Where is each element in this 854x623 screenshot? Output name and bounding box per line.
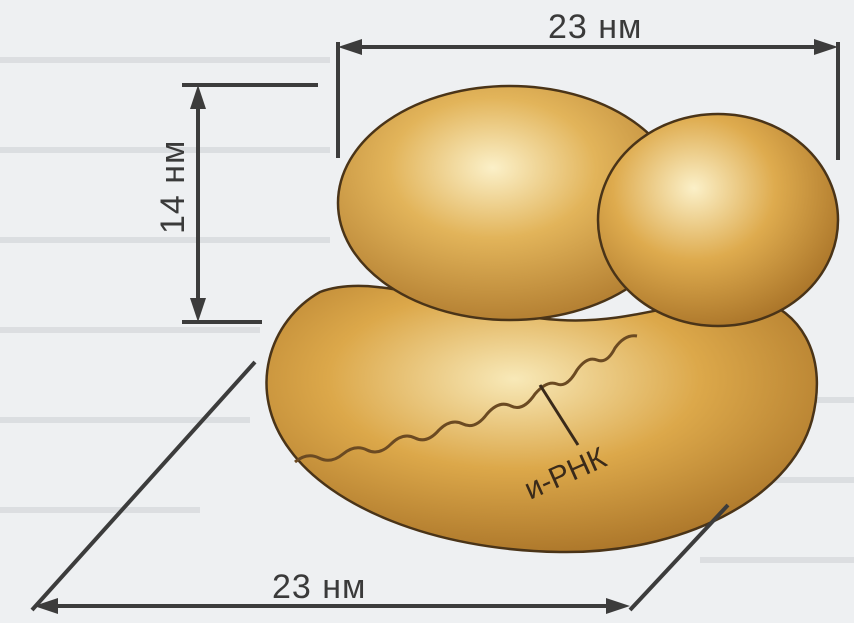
small-subunit-knob <box>598 114 838 326</box>
top-width-label: 23 нм <box>548 8 642 46</box>
height-dimension: 14 нм <box>154 85 318 322</box>
height-label: 14 нм <box>154 140 192 234</box>
bottom-width-label: 23 нм <box>272 568 366 606</box>
